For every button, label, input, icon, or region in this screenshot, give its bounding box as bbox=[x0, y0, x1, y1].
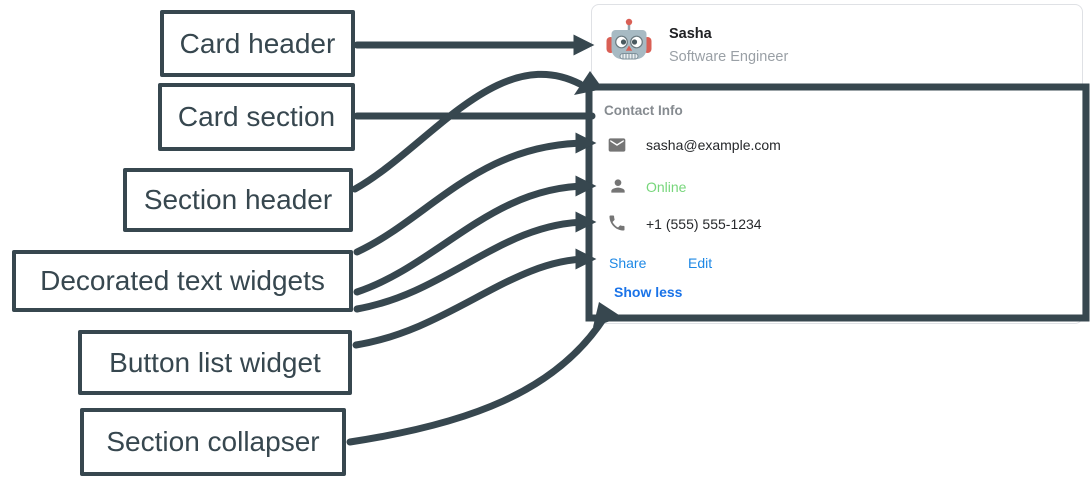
label-card-section: Card section bbox=[158, 83, 355, 151]
contact-card: Sasha Software Engineer Contact Info sas… bbox=[591, 4, 1083, 324]
email-text: sasha@example.com bbox=[646, 137, 781, 153]
edit-button[interactable]: Edit bbox=[688, 255, 713, 271]
status-text: Online bbox=[646, 179, 687, 195]
label-card-header: Card header bbox=[160, 10, 355, 77]
show-less-button[interactable]: Show less bbox=[614, 284, 683, 300]
label-card-section-text: Card section bbox=[177, 101, 336, 132]
arrow-email-row bbox=[353, 132, 597, 256]
phone-icon bbox=[609, 215, 625, 231]
arrow-status-row bbox=[353, 175, 597, 296]
label-section-header: Section header bbox=[123, 168, 353, 232]
label-section-header-text: Section header bbox=[143, 184, 333, 215]
card-header-name: Sasha bbox=[669, 26, 712, 42]
section-header-title: Contact Info bbox=[604, 103, 683, 118]
arrow-section-collapser bbox=[346, 314, 608, 446]
email-icon bbox=[608, 138, 626, 152]
label-button-list-widget: Button list widget bbox=[78, 330, 352, 395]
arrow-section-header bbox=[351, 70, 584, 193]
arrow-phone-row bbox=[353, 211, 597, 313]
phone-text: +1 (555) 555-1234 bbox=[646, 216, 762, 232]
share-button[interactable]: Share bbox=[609, 255, 647, 271]
label-button-list-widget-text: Button list widget bbox=[109, 346, 321, 378]
label-decorated-text-widgets: Decorated text widgets bbox=[12, 250, 353, 312]
label-card-header-text: Card header bbox=[179, 27, 336, 59]
card-header-subtitle: Software Engineer bbox=[669, 49, 789, 65]
label-section-collapser: Section collapser bbox=[80, 408, 346, 476]
label-section-collapser-text: Section collapser bbox=[106, 426, 320, 457]
robot-avatar-icon bbox=[606, 18, 652, 60]
arrow-button-list bbox=[352, 248, 597, 349]
label-decorated-text-widgets-text: Decorated text widgets bbox=[40, 265, 325, 296]
person-icon bbox=[611, 179, 625, 193]
